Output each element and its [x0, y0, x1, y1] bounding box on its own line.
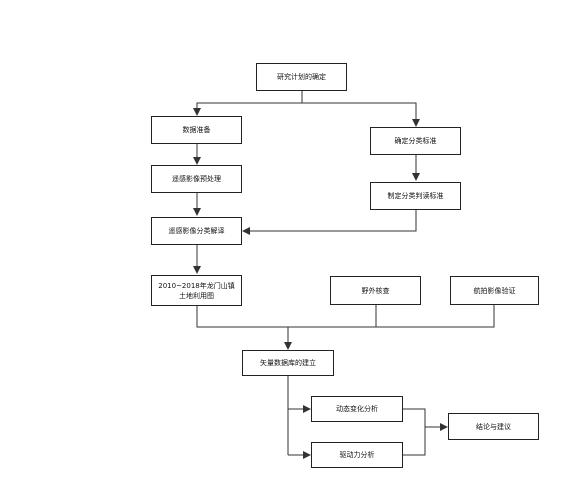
node-classification-std: 确定分类标准 — [370, 127, 461, 155]
node-aerial-verify: 航拍影像验证 — [450, 276, 539, 305]
edge-analyses-merge — [403, 408, 426, 456]
node-vector-db: 矢量数据库的建立 — [242, 350, 334, 376]
node-driving-analysis: 驱动力分析 — [311, 442, 403, 468]
node-landuse-map: 2010~2018年龙门山镇土地利用图 — [151, 275, 242, 306]
edge-rules-to-interpret — [242, 210, 417, 235]
edge-plan-to-std — [302, 102, 420, 127]
node-conclusion: 结论与建议 — [448, 413, 539, 440]
node-rs-preprocess: 遥感影像预处理 — [151, 165, 242, 193]
edge-plan-split — [193, 91, 303, 116]
edge-map-down — [196, 305, 495, 328]
node-field-survey: 野外核查 — [330, 276, 421, 305]
node-rs-interpret: 遥感影像分类解译 — [151, 217, 242, 245]
node-dynamic-analysis: 动态变化分析 — [311, 396, 403, 422]
node-research-plan: 研究计划的确定 — [256, 63, 347, 91]
node-interpret-std: 制定分类判读标准 — [370, 182, 461, 210]
node-data-prep: 数据准备 — [151, 116, 242, 144]
